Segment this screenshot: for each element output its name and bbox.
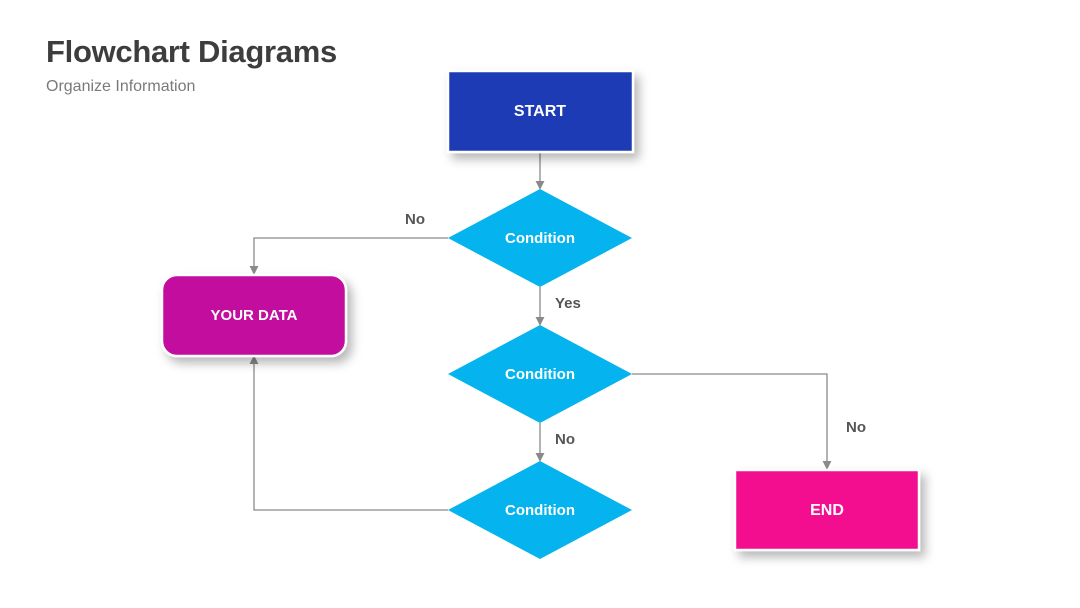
page-subtitle: Organize Information: [46, 78, 196, 95]
condition-2-label: Condition: [505, 366, 575, 383]
your-data-node[interactable]: [160, 273, 348, 358]
condition-1-label: Condition: [505, 230, 575, 247]
end-box: [733, 468, 921, 552]
connector-condition-3-to-your-data: [249, 355, 448, 511]
start-node[interactable]: [446, 69, 635, 154]
end-label: END: [810, 502, 844, 519]
condition-1-diamond: [448, 189, 632, 287]
connector-condition-1-no-to-your-data: [249, 237, 448, 275]
your-data-label: YOUR DATA: [211, 307, 298, 324]
condition-3-label: Condition: [505, 502, 575, 519]
connector-condition-2-no-to-end: [632, 373, 832, 470]
connectors: [249, 152, 832, 511]
edge-label-condition-1-no: No: [405, 211, 425, 228]
end-node[interactable]: [733, 468, 921, 552]
edge-label-condition-2-no-right: No: [846, 419, 866, 436]
condition-3-diamond: [448, 461, 632, 559]
start-box: [446, 69, 635, 154]
edge-label-condition-2-no-down: No: [555, 431, 575, 448]
edge-label-condition-1-yes: Yes: [555, 295, 581, 312]
your-data-box: [160, 273, 348, 358]
page-title: Flowchart Diagrams: [46, 34, 337, 69]
condition-1-node[interactable]: [448, 189, 632, 287]
condition-3-node[interactable]: [448, 461, 632, 559]
start-label: START: [514, 103, 566, 120]
condition-2-diamond: [448, 325, 632, 423]
condition-2-node[interactable]: [448, 325, 632, 423]
